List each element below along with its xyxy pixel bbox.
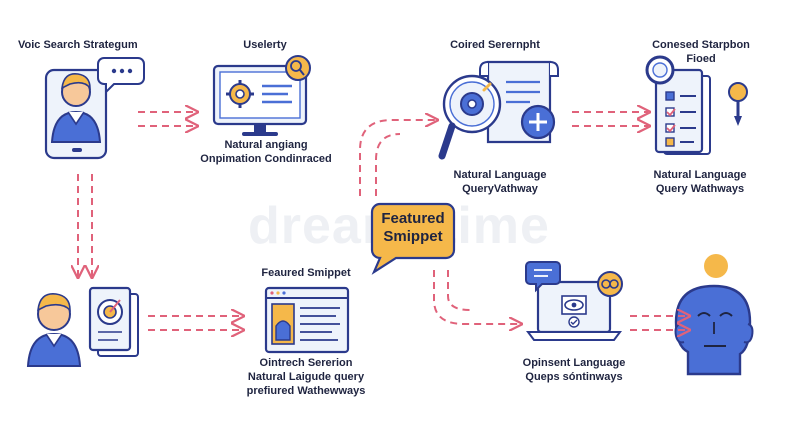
voice-search-label: Voic Search Strategum bbox=[18, 39, 138, 51]
conesed-label: Conesed Starpbon Fioed bbox=[652, 39, 750, 65]
ointrech-label: Ointrech Sererion Natural Laigude query … bbox=[246, 357, 366, 397]
arrow-curve-up-b bbox=[375, 133, 401, 196]
arrow-curve-down bbox=[433, 270, 520, 324]
chat-dots-icon bbox=[97, 57, 145, 95]
featured-snippet-text: Featured Smippet bbox=[381, 210, 445, 245]
arrow-curve-up bbox=[359, 120, 436, 196]
uselerty-label: Uselerty bbox=[243, 39, 287, 51]
person-phone-icon bbox=[44, 68, 108, 160]
natural-engang-label: Natural angiang Onpimation Condinraced bbox=[200, 139, 332, 165]
plus-icon bbox=[520, 104, 556, 140]
browser-window-icon bbox=[264, 286, 350, 354]
person-icon bbox=[26, 293, 82, 367]
opinsent-label: Opinsent Language Queps sóntinways bbox=[522, 357, 626, 383]
pin-icon bbox=[728, 82, 748, 126]
clipboard-checklist-icon bbox=[654, 68, 711, 155]
laptop-eye-icon bbox=[525, 261, 623, 341]
magnifier-icon bbox=[645, 55, 675, 85]
ai-head-icon bbox=[674, 254, 754, 376]
arrow-curve-down-b bbox=[447, 270, 471, 311]
featured-snippet-bubble bbox=[370, 202, 456, 275]
magnifier-gear-icon bbox=[438, 74, 502, 160]
feaured-smippet-label: Feaured Smippet bbox=[261, 267, 351, 279]
connectors bbox=[78, 112, 688, 330]
search-badge-icon bbox=[285, 55, 311, 81]
nlq-wathways-label: Natural Language Query Wathways bbox=[653, 169, 747, 195]
coired-label: Coired Serernpht bbox=[450, 39, 540, 51]
nlq-pathway-label: Natural Language QueryVathway bbox=[453, 169, 547, 195]
target-document-icon bbox=[88, 286, 139, 357]
monitor-gear-icon bbox=[212, 64, 308, 136]
